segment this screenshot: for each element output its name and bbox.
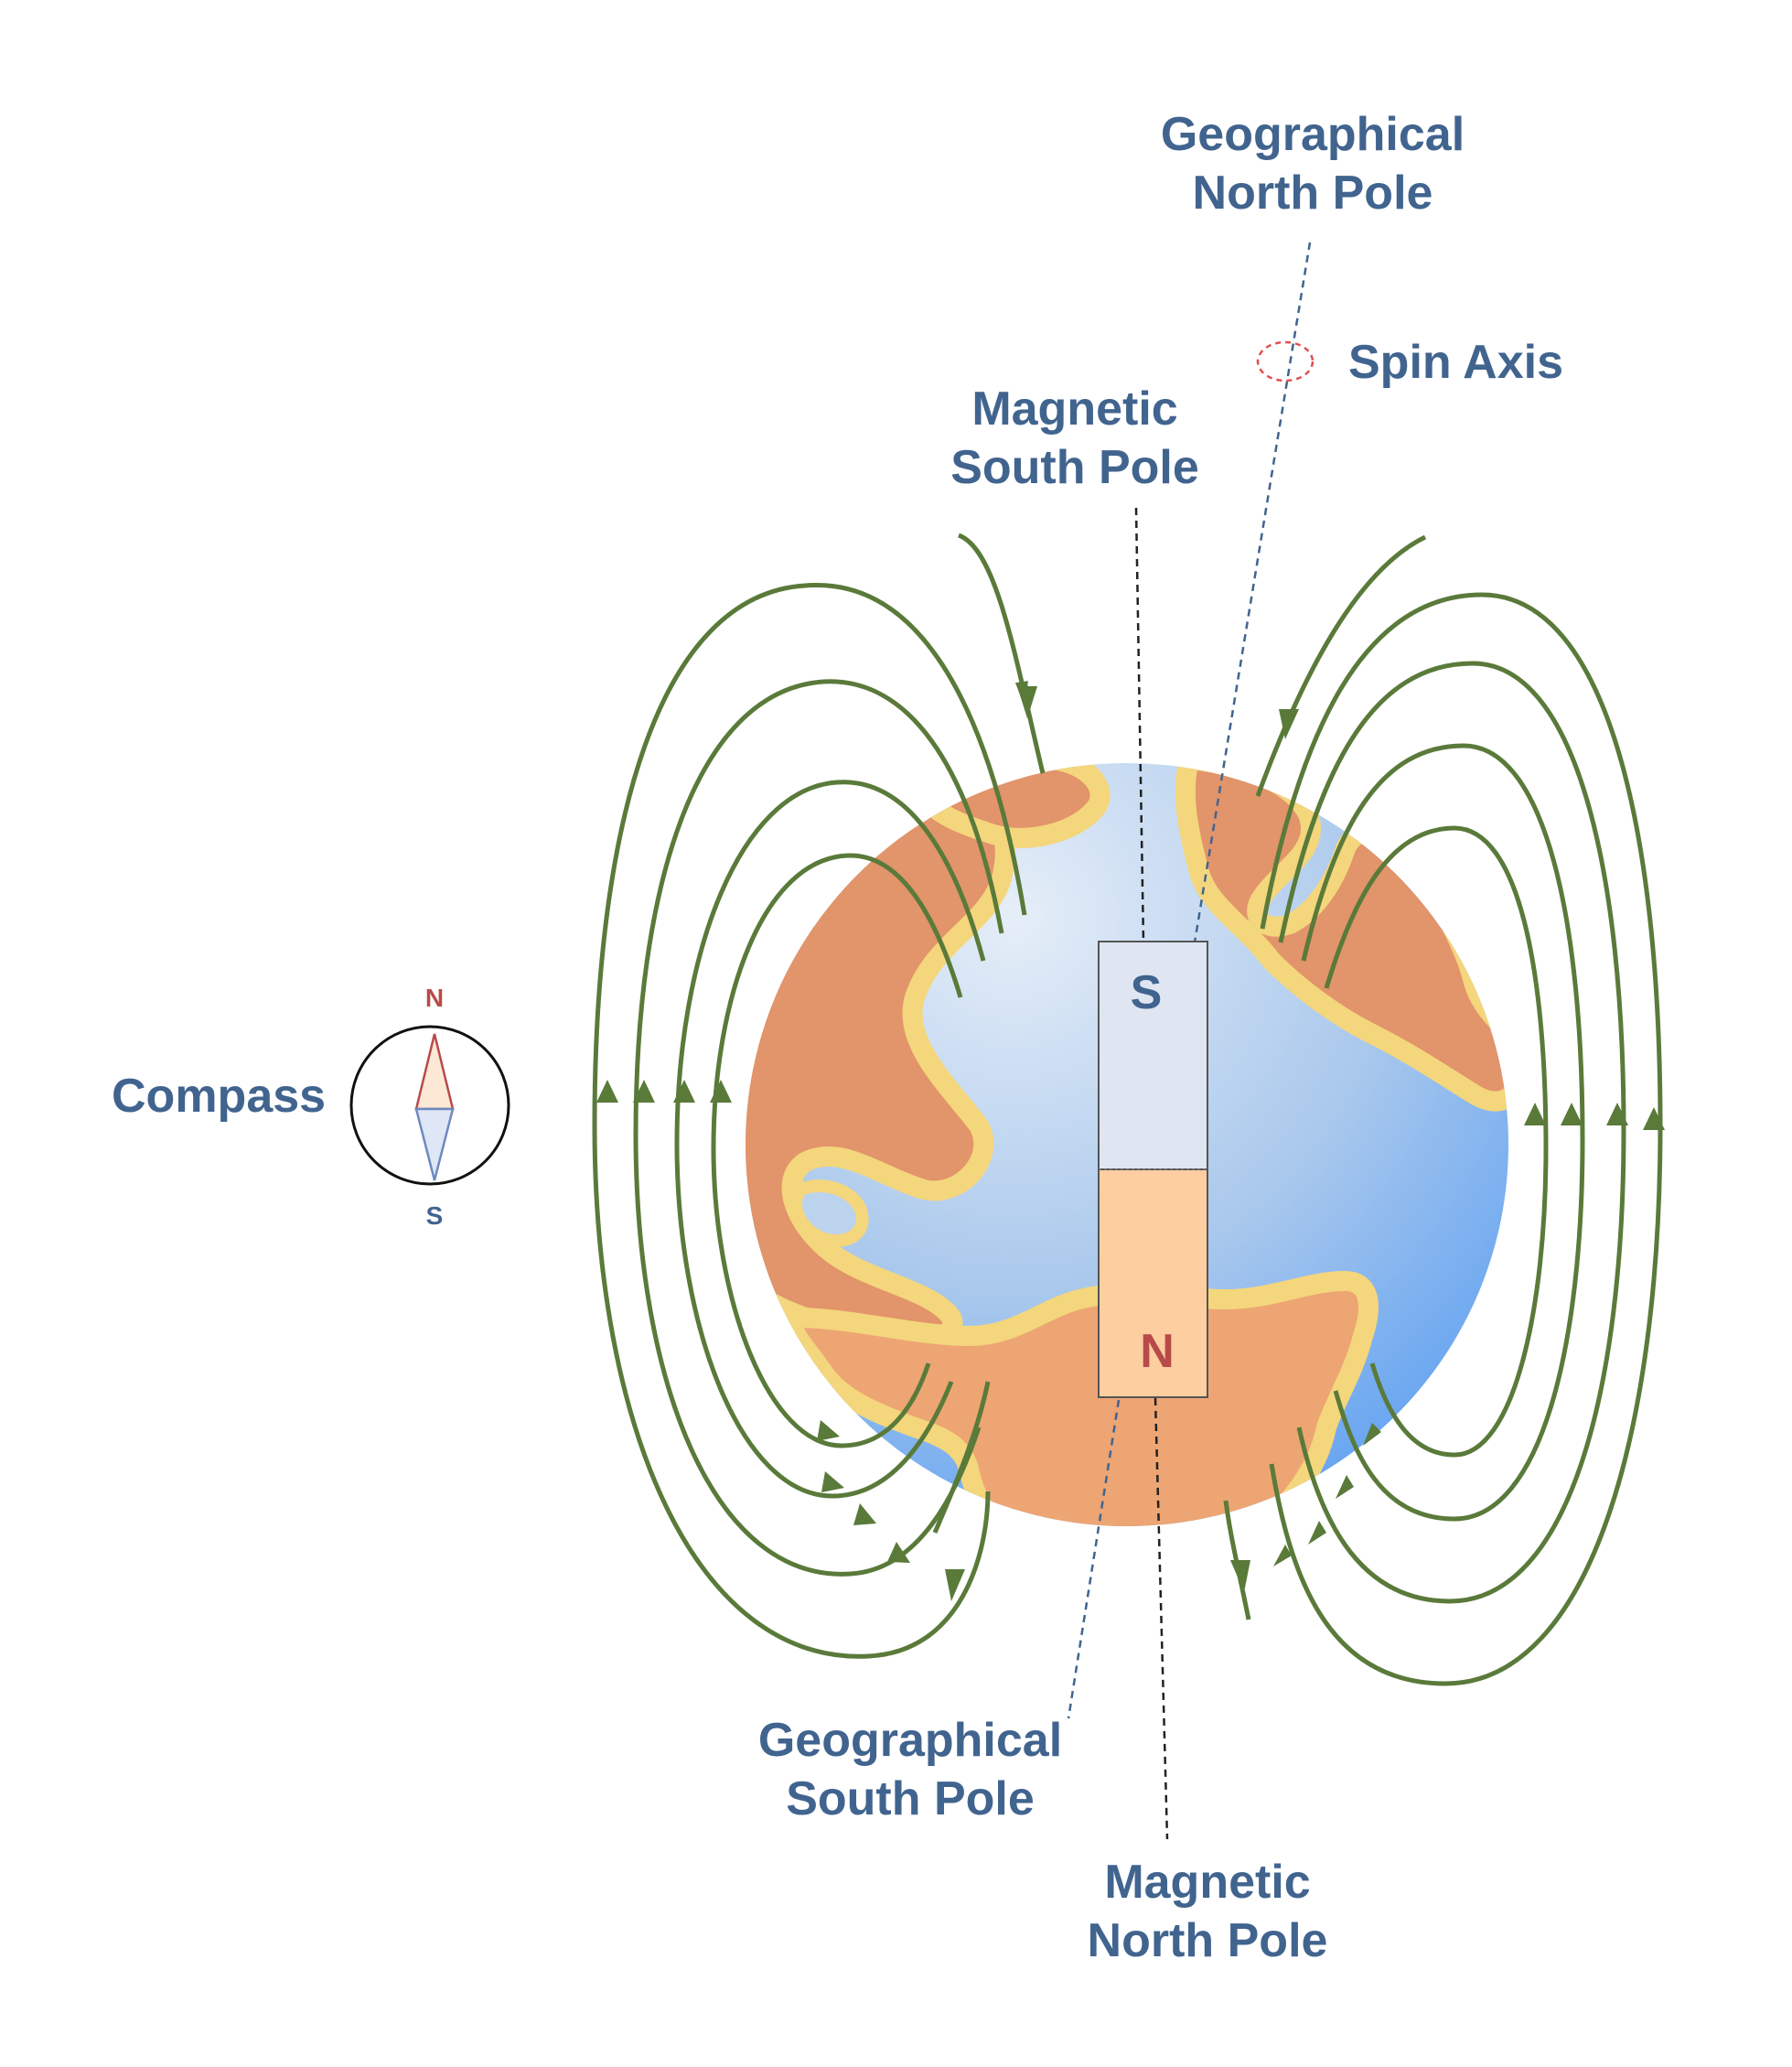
arrow-down [945, 1569, 965, 1601]
label-line: South Pole [950, 441, 1199, 494]
label-spin-axis: Spin Axis [1348, 333, 1563, 392]
label-line: Geographical [1160, 108, 1465, 161]
arrow-up [1606, 1103, 1628, 1125]
field-line [592, 582, 1027, 1659]
arrow-down [1017, 686, 1037, 718]
field-line [633, 679, 1004, 1577]
arrow-up [1524, 1103, 1546, 1125]
spin-axis-line-south [1067, 1399, 1121, 1719]
magnetic-axis-line-south [1154, 1397, 1169, 1840]
compass: N S [349, 984, 510, 1230]
arrow-up [596, 1080, 618, 1103]
spin-rotation-marker [1256, 340, 1314, 382]
field-line [674, 780, 986, 1499]
arrow-down [887, 1542, 910, 1563]
magnet-south-label: S [1131, 966, 1163, 1019]
arrow-up [710, 1080, 732, 1103]
arrow-down [821, 1471, 844, 1492]
label-line: Compass [112, 1070, 327, 1123]
bar-magnet: S N [1098, 941, 1208, 1398]
field-line [711, 853, 963, 1448]
magnet-south-half [1098, 941, 1208, 1170]
inland-sea [789, 1179, 869, 1247]
compass-needle-south [414, 1107, 455, 1181]
field-line [1324, 825, 1549, 1458]
arrow-down [1273, 1545, 1292, 1566]
field-line [1278, 661, 1626, 1604]
label-compass: Compass [112, 1067, 326, 1125]
arrow-up [1561, 1103, 1583, 1125]
arrow-down [1336, 1475, 1354, 1499]
compass-north-label: N [425, 984, 444, 1012]
arrow-down [1230, 1560, 1250, 1592]
compass-south-label: S [426, 1201, 444, 1230]
arrow-up [633, 1080, 655, 1103]
arrow-down [1363, 1423, 1381, 1446]
label-line: Magnetic [1104, 1856, 1311, 1909]
field-line [957, 533, 1046, 774]
field-line [1223, 1500, 1251, 1620]
label-line: Geographical [757, 1714, 1063, 1767]
field-lines-left [592, 533, 1046, 1659]
label-line: Spin Axis [1348, 336, 1564, 389]
magnetic-axis-line-north [1134, 507, 1145, 943]
arrow-down [1279, 709, 1299, 739]
field-line [1301, 743, 1585, 1522]
arrow-down [1308, 1521, 1326, 1545]
label-line: Magnetic [971, 382, 1178, 436]
label-line: South Pole [786, 1772, 1035, 1825]
spin-axis-line-north [1193, 242, 1312, 943]
arrow-up [673, 1080, 695, 1103]
label-geographical-north-pole: Geographical North Pole [1107, 105, 1518, 222]
field-line [1255, 534, 1427, 797]
label-line: North Pole [1087, 1914, 1328, 1967]
label-magnetic-north-pole: Magnetic North Pole [1066, 1853, 1349, 1970]
label-line: North Pole [1192, 167, 1433, 220]
field-arrows [596, 681, 1665, 1601]
magnet-north-half [1098, 1168, 1208, 1398]
magnet-north-label: N [1140, 1325, 1175, 1378]
arrow-down [817, 1420, 840, 1441]
label-geographical-south-pole: Geographical South Pole [736, 1711, 1084, 1828]
label-magnetic-south-pole: Magnetic South Pole [924, 380, 1226, 497]
continent-south [783, 1271, 1379, 1526]
arrow-up [1643, 1107, 1665, 1130]
arrow-down [853, 1503, 876, 1525]
